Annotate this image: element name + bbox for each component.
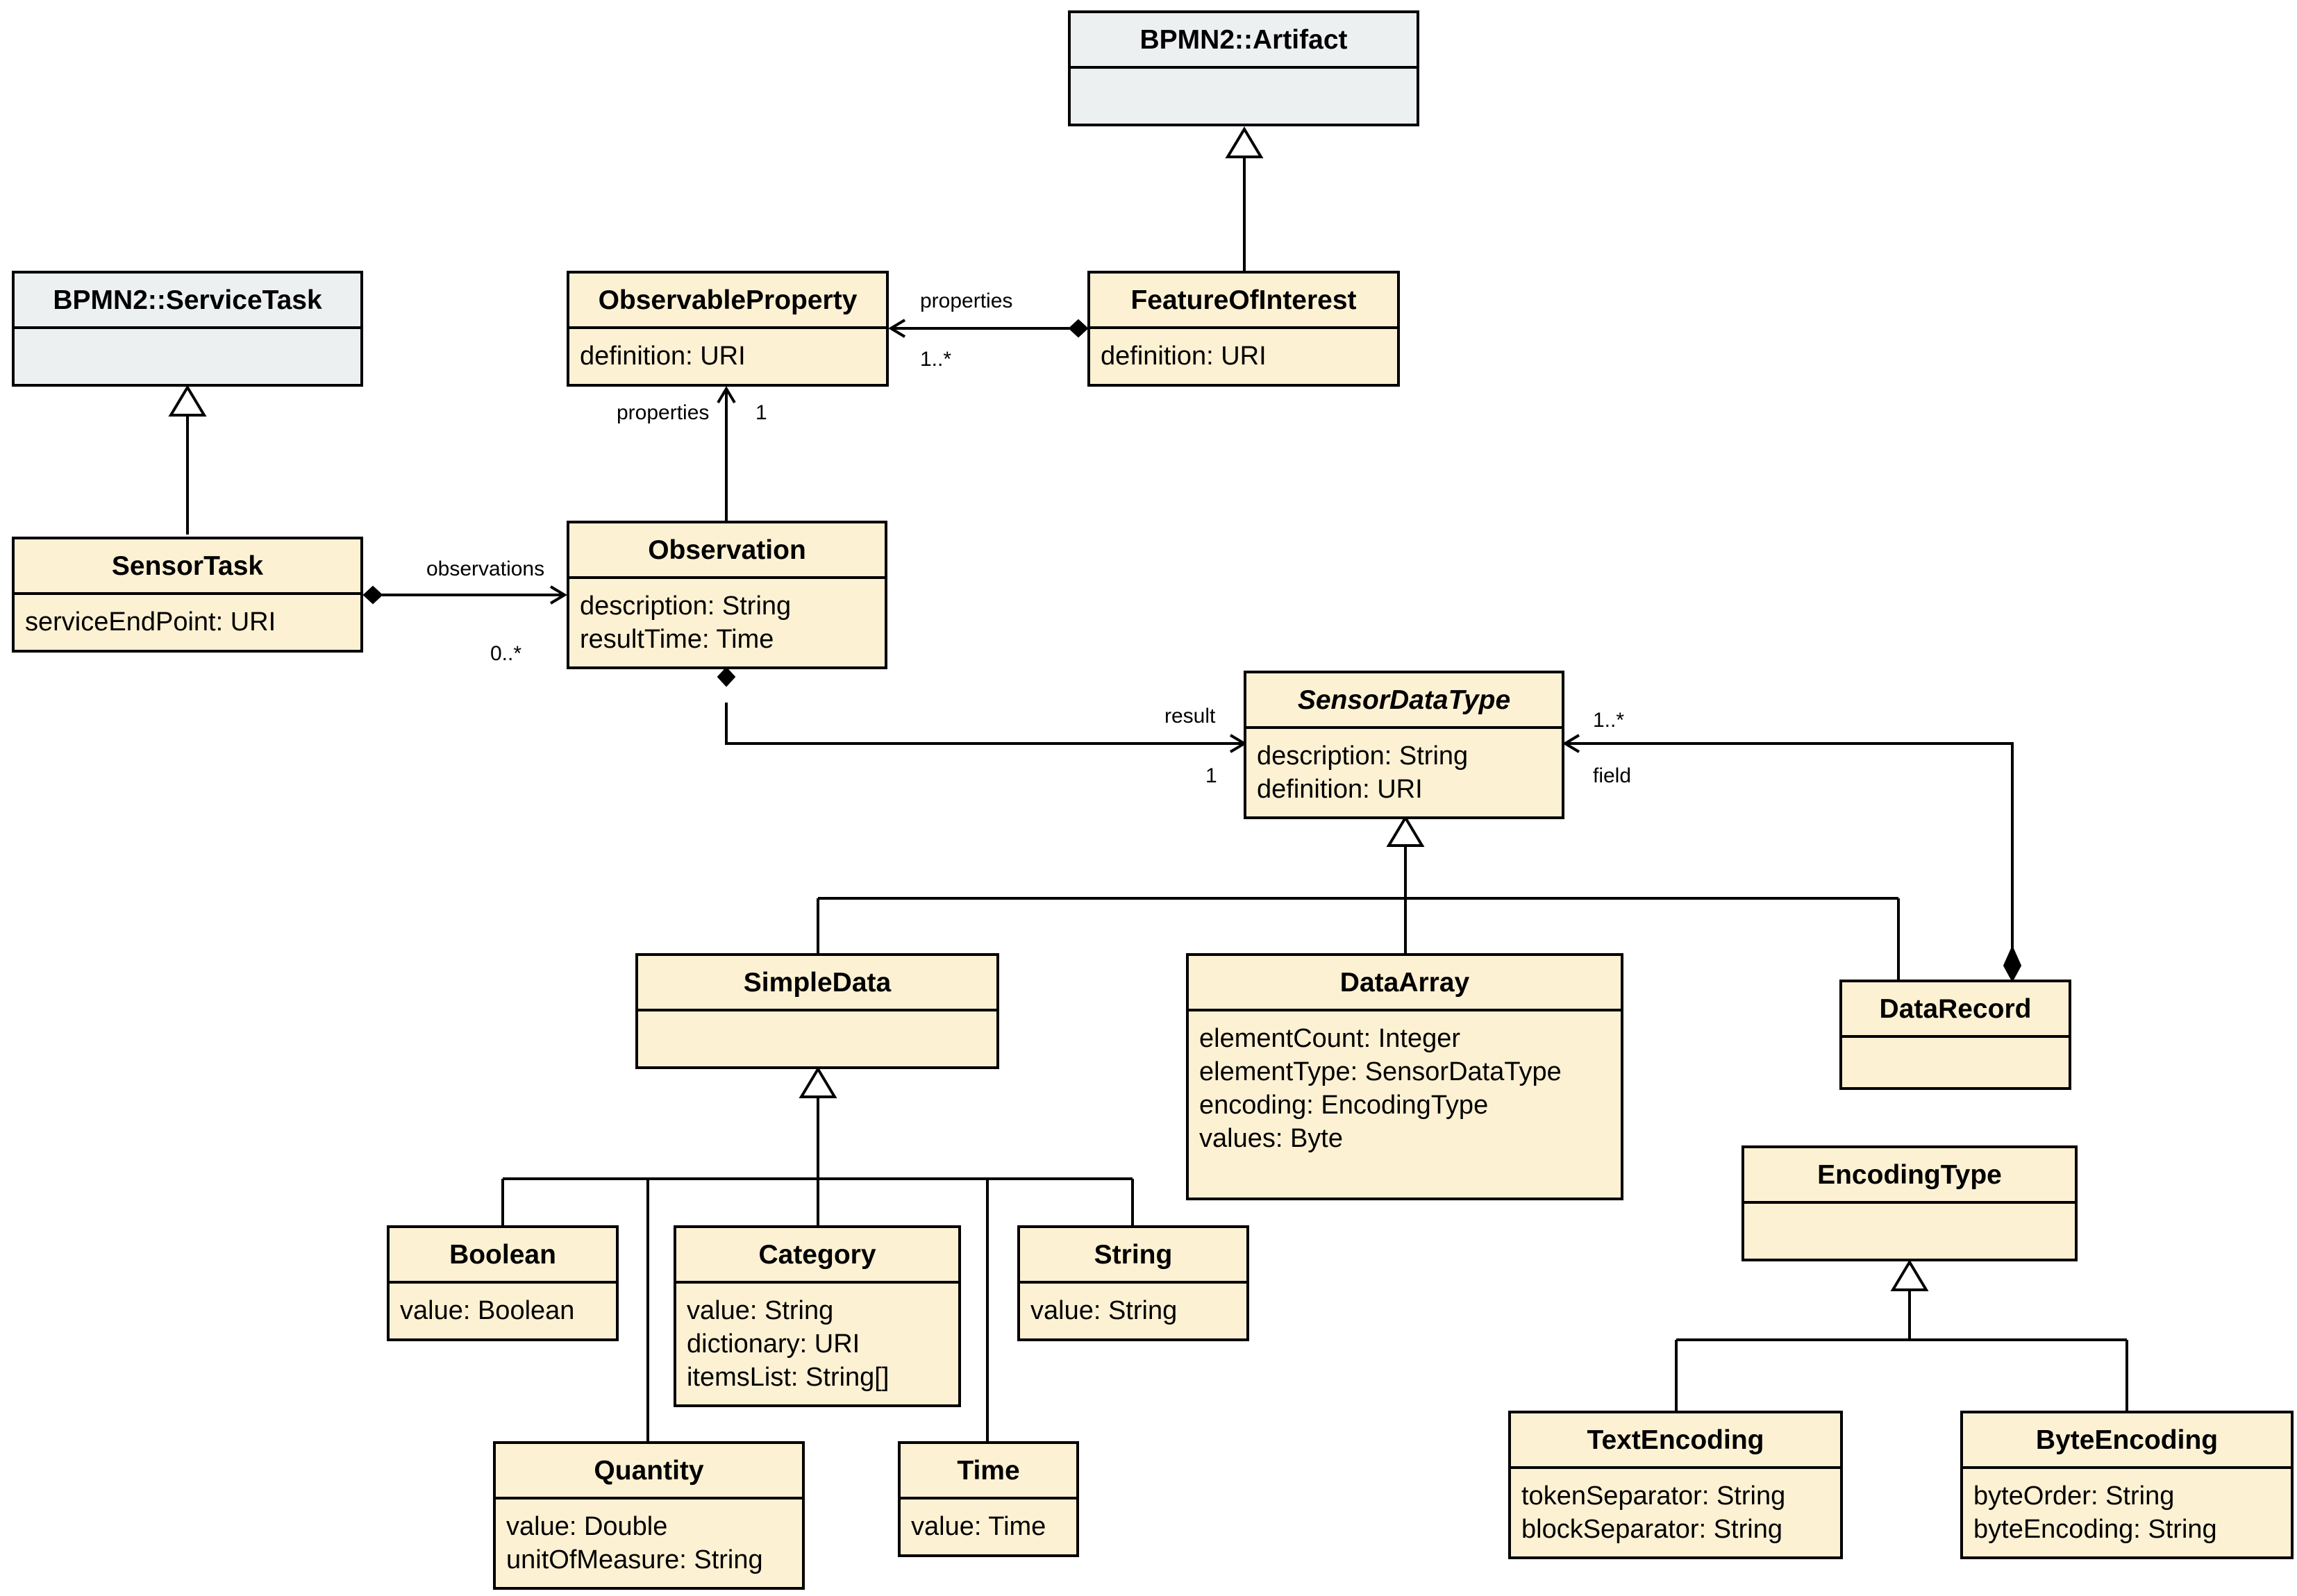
category-class-name: Category bbox=[758, 1240, 876, 1270]
feature-properties-arrowhead bbox=[888, 319, 906, 338]
result-role-label: result bbox=[1164, 705, 1216, 728]
observation-class: Observation description: String resultTime… bbox=[567, 521, 887, 669]
feature-of-interest-class: FeatureOfInterest definition: URI bbox=[1087, 271, 1400, 387]
sensordatatype-generalization-arrowhead bbox=[1386, 815, 1425, 847]
sensor-task-attribute: serviceEndPoint: URI bbox=[25, 607, 276, 637]
quantity-class-name: Quantity bbox=[594, 1456, 703, 1486]
encoding-type-class: EncodingType bbox=[1741, 1145, 2078, 1261]
servicetask-generalization-arrowhead bbox=[168, 385, 207, 417]
text-encoding-class: TextEncoding tokenSeparator: String blockS… bbox=[1508, 1411, 1843, 1559]
observation-class-box bbox=[567, 521, 887, 669]
observable-property-attribute: definition: URI bbox=[580, 342, 746, 371]
sensor-data-type-class-box bbox=[1244, 671, 1564, 819]
artifact-class-name: BPMN2::Artifact bbox=[1139, 25, 1347, 55]
sensor-data-type-class-name: SensorDataType bbox=[1298, 685, 1510, 715]
string-attribute: value: String bbox=[1030, 1296, 1177, 1325]
quantity-class-box bbox=[493, 1441, 805, 1590]
data-record-class-name: DataRecord bbox=[1880, 994, 2032, 1024]
artifact-generalization-arrowhead bbox=[1225, 126, 1264, 158]
category-attribute: itemsList: String[] bbox=[687, 1363, 889, 1392]
string-class-name: String bbox=[1094, 1240, 1173, 1270]
category-class: Category value: String dictionary: URI item… bbox=[674, 1225, 961, 1407]
data-record-class-box bbox=[1839, 980, 2071, 1090]
quantity-attribute: value: Double bbox=[506, 1512, 667, 1541]
category-attribute: dictionary: URI bbox=[687, 1329, 860, 1359]
field-role-label: field bbox=[1593, 764, 1631, 787]
time-attribute: value: Time bbox=[911, 1512, 1046, 1541]
sensor-data-type-attribute: description: String bbox=[1257, 741, 1468, 771]
feature-properties-role-label: properties bbox=[920, 289, 1012, 312]
sensortask-composition-diamond bbox=[362, 585, 383, 605]
data-array-class-box bbox=[1186, 953, 1623, 1200]
simple-data-class: SimpleData bbox=[635, 953, 999, 1069]
result-multiplicity: 1 bbox=[1205, 764, 1217, 787]
text-encoding-attribute: blockSeparator: String bbox=[1521, 1515, 1782, 1544]
feature-properties-multiplicity: 1..* bbox=[920, 348, 951, 371]
text-encoding-attribute: tokenSeparator: String bbox=[1521, 1481, 1785, 1511]
observation-properties-multiplicity: 1 bbox=[755, 401, 767, 424]
time-class: Time value: Time bbox=[898, 1441, 1079, 1557]
observations-role-label: observations bbox=[426, 557, 544, 580]
byte-encoding-class: ByteEncoding byteOrder: String byteEncodin… bbox=[1960, 1411, 2294, 1559]
byte-encoding-attribute: byteEncoding: String bbox=[1973, 1515, 2217, 1544]
sensor-task-class-name: SensorTask bbox=[112, 551, 264, 581]
observation-result-edge bbox=[725, 703, 1244, 745]
datarecord-composition-diamond bbox=[2003, 945, 2022, 983]
boolean-class: Boolean value: Boolean bbox=[387, 1225, 619, 1341]
observation-properties-arrowhead bbox=[717, 386, 736, 404]
observation-attribute: resultTime: Time bbox=[580, 625, 774, 654]
byte-encoding-class-name: ByteEncoding bbox=[2036, 1425, 2218, 1455]
encoding-type-class-name: EncodingType bbox=[1817, 1160, 2002, 1190]
sensor-data-type-attribute: definition: URI bbox=[1257, 775, 1423, 804]
data-array-attribute: encoding: EncodingType bbox=[1199, 1091, 1488, 1120]
observation-attribute: description: String bbox=[580, 591, 791, 621]
string-class: String value: String bbox=[1017, 1225, 1249, 1341]
data-array-class: DataArray elementCount: Integer elementTyp… bbox=[1186, 953, 1623, 1200]
data-record-class: DataRecord bbox=[1839, 980, 2071, 1090]
data-array-class-name: DataArray bbox=[1340, 968, 1470, 998]
category-class-box bbox=[674, 1225, 961, 1407]
data-array-attribute: elementCount: Integer bbox=[1199, 1024, 1460, 1053]
observation-class-name: Observation bbox=[648, 535, 806, 565]
artifact-class: BPMN2::Artifact bbox=[1068, 10, 1419, 126]
connector-labels: properties 1..* properties 1 observation… bbox=[426, 289, 1631, 787]
text-encoding-class-box bbox=[1508, 1411, 1843, 1559]
observable-property-class: ObservableProperty definition: URI bbox=[567, 271, 889, 387]
simple-data-class-name: SimpleData bbox=[744, 968, 892, 998]
feature-of-interest-class-name: FeatureOfInterest bbox=[1130, 285, 1356, 315]
quantity-attribute: unitOfMeasure: String bbox=[506, 1545, 763, 1574]
simpledata-generalization-arrowhead bbox=[799, 1066, 837, 1098]
service-task-class-name: BPMN2::ServiceTask bbox=[53, 285, 322, 315]
sensor-data-type-class: SensorDataType description: String definit… bbox=[1244, 671, 1564, 819]
byte-encoding-class-box bbox=[1960, 1411, 2294, 1559]
time-class-name: Time bbox=[957, 1456, 1019, 1486]
data-array-attribute: elementType: SensorDataType bbox=[1199, 1057, 1562, 1086]
datarecord-field-arrowhead bbox=[1562, 734, 1580, 753]
data-array-attribute: values: Byte bbox=[1199, 1124, 1343, 1153]
observations-multiplicity: 0..* bbox=[490, 642, 521, 665]
connectors bbox=[168, 126, 2128, 1443]
feature-composition-diamond bbox=[1068, 319, 1089, 338]
boolean-attribute: value: Boolean bbox=[400, 1296, 574, 1325]
feature-of-interest-attribute: definition: URI bbox=[1101, 342, 1267, 371]
field-multiplicity: 1..* bbox=[1593, 709, 1624, 732]
observation-composition-diamond bbox=[717, 666, 736, 687]
text-encoding-class-name: TextEncoding bbox=[1587, 1425, 1764, 1455]
service-task-class: BPMN2::ServiceTask bbox=[12, 271, 363, 387]
quantity-class: Quantity value: Double unitOfMeasure: Stri… bbox=[493, 1441, 805, 1590]
category-attribute: value: String bbox=[687, 1296, 833, 1325]
sensor-task-class: SensorTask serviceEndPoint: URI bbox=[12, 537, 363, 653]
observable-property-class-name: ObservableProperty bbox=[599, 285, 858, 315]
encodingtype-generalization-arrowhead bbox=[1890, 1259, 1929, 1291]
sensortask-observations-arrowhead bbox=[549, 585, 567, 605]
byte-encoding-attribute: byteOrder: String bbox=[1973, 1481, 2174, 1511]
boolean-class-name: Boolean bbox=[449, 1240, 556, 1270]
datarecord-field-edge bbox=[1565, 742, 2014, 962]
observation-properties-role-label: properties bbox=[617, 401, 709, 424]
